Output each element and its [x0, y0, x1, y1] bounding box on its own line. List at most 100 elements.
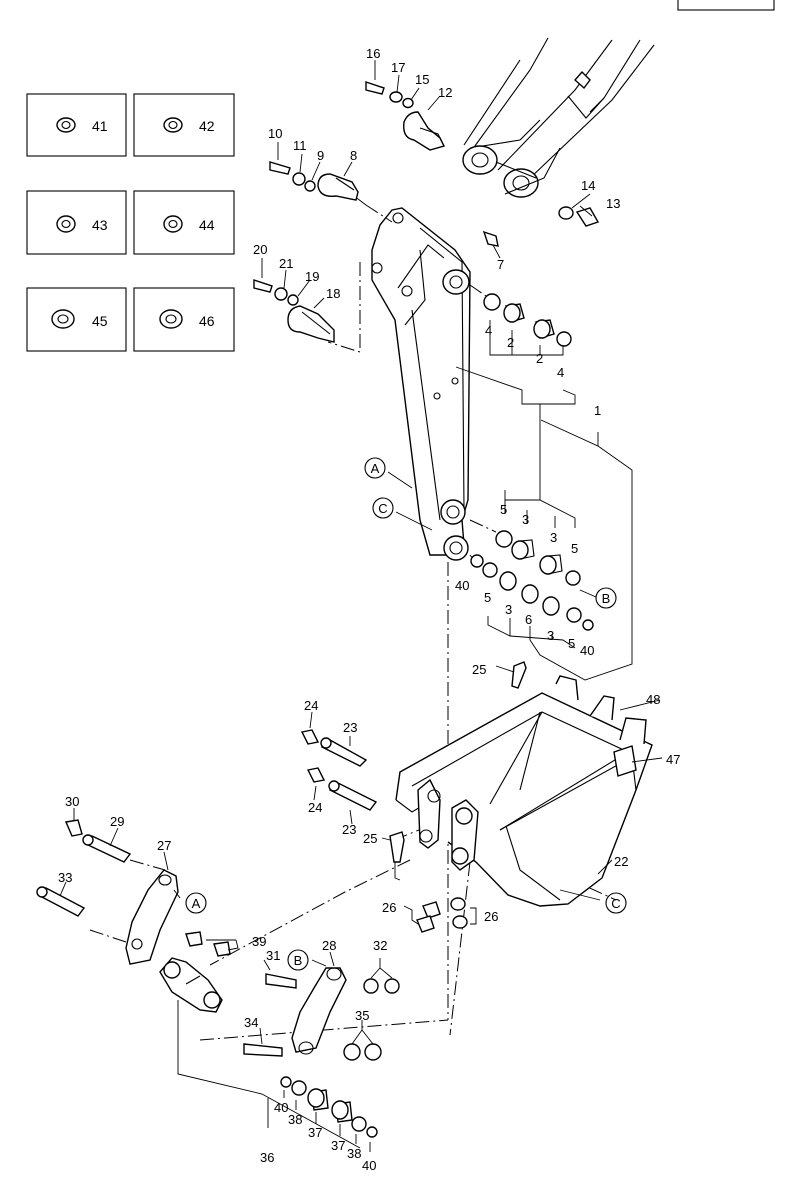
bolt-25-upper: [511, 661, 527, 689]
callout-24a: 24: [304, 698, 318, 713]
pin-18: [287, 305, 335, 343]
pin-33: [36, 886, 86, 917]
pin-23-lower: [328, 780, 378, 811]
callout-35: 35: [355, 1008, 369, 1023]
pin-23-upper: [320, 737, 368, 767]
callout-4a: 4: [485, 323, 492, 338]
callout-14: 14: [581, 178, 595, 193]
callout-10: 10: [268, 126, 282, 141]
callout-30: 30: [65, 794, 79, 809]
inset-box-43: 43: [26, 190, 127, 255]
inset-label-45: 45: [92, 313, 108, 329]
nuts-35: [343, 1043, 382, 1061]
inset-label-43: 43: [92, 217, 108, 233]
callout-28: 28: [322, 938, 336, 953]
callout-37a: 37: [308, 1125, 322, 1140]
svg-text:C: C: [611, 896, 620, 911]
callout-25b: 25: [363, 831, 377, 846]
svg-text:C: C: [378, 501, 387, 516]
callout-38b: 38: [347, 1146, 361, 1161]
callout-26a: 26: [382, 900, 396, 915]
callout-22: 22: [614, 854, 628, 869]
callout-33: 33: [58, 870, 72, 885]
inset-label-46: 46: [199, 313, 215, 329]
callout-36: 36: [260, 1150, 274, 1165]
callout-47: 47: [666, 752, 680, 767]
callout-34: 34: [244, 1015, 258, 1030]
grease-nipple-24-lower: [306, 767, 326, 783]
arm: [371, 207, 471, 561]
callout-5c: 5: [484, 590, 491, 605]
callout-38a: 38: [288, 1112, 302, 1127]
washer-21: [274, 287, 288, 301]
marker-b-link: B: [287, 949, 309, 971]
inset-label-42: 42: [199, 118, 215, 134]
callout-32: 32: [373, 938, 387, 953]
callout-7: 7: [497, 257, 504, 272]
link-27: [125, 869, 179, 965]
pin-12: [403, 111, 446, 151]
callout-3a: 3: [522, 512, 529, 527]
callout-29: 29: [110, 814, 124, 829]
svg-text:A: A: [371, 461, 380, 476]
washer-19: [287, 294, 299, 306]
callout-6: 6: [525, 612, 532, 627]
callout-18: 18: [326, 286, 340, 301]
callout-20: 20: [253, 242, 267, 257]
callout-40d: 40: [362, 1158, 376, 1173]
bucket: [395, 675, 653, 907]
marker-c-bucket: C: [605, 892, 627, 914]
grease-nipple-7: [482, 230, 499, 247]
callout-5d: 5: [568, 636, 575, 651]
callout-11: 11: [293, 138, 307, 153]
bolt-10: [269, 161, 291, 175]
bushings-link: [280, 1076, 378, 1138]
callout-26b: 26: [484, 909, 498, 924]
callout-40b: 40: [580, 643, 594, 658]
callout-8: 8: [350, 148, 357, 163]
washer-11: [292, 172, 306, 186]
grease-nipple-30: [65, 819, 83, 837]
callout-13: 13: [606, 196, 620, 211]
washer-17: [389, 91, 403, 103]
callout-24b: 24: [308, 800, 322, 815]
washer-9: [304, 180, 316, 192]
inset-label-44: 44: [199, 217, 215, 233]
callout-21: 21: [279, 256, 293, 271]
bolt-34: [243, 1043, 283, 1057]
callout-25a: 25: [472, 662, 486, 677]
nuts-26-right: [450, 897, 468, 929]
inset-label-41: 41: [92, 118, 108, 134]
bushings-middle: [495, 530, 581, 586]
callout-19: 19: [305, 269, 319, 284]
washer-15: [402, 97, 414, 109]
bushings-lower: [470, 554, 594, 631]
bolt-20: [253, 279, 273, 293]
callout-39: 39: [252, 934, 266, 949]
bolt-25-lower: [389, 831, 405, 863]
pin-29: [82, 834, 132, 863]
nuts-32: [363, 978, 400, 994]
callout-15: 15: [415, 72, 429, 87]
leader-lines: [59, 60, 663, 1152]
inset-box-46: 46: [133, 287, 235, 352]
link-36: [159, 957, 223, 1013]
callout-2a: 2: [507, 335, 514, 350]
callout-40c: 40: [274, 1100, 288, 1115]
inset-box-44: 44: [133, 190, 235, 255]
callout-31: 31: [266, 948, 280, 963]
callout-3d: 3: [547, 628, 554, 643]
bolt-31: [265, 973, 297, 989]
pin-8: [317, 173, 359, 201]
callout-4b: 4: [557, 365, 564, 380]
nuts-26-left: [416, 901, 441, 933]
bushings-upper: [483, 293, 572, 347]
callout-1: 1: [594, 403, 601, 418]
svg-text:A: A: [192, 896, 201, 911]
marker-b-arm: B: [595, 587, 617, 609]
callout-17: 17: [391, 60, 405, 75]
nut-13: [575, 207, 600, 227]
grease-nipple-24-upper: [300, 729, 320, 745]
inset-box-42: 42: [133, 93, 235, 157]
